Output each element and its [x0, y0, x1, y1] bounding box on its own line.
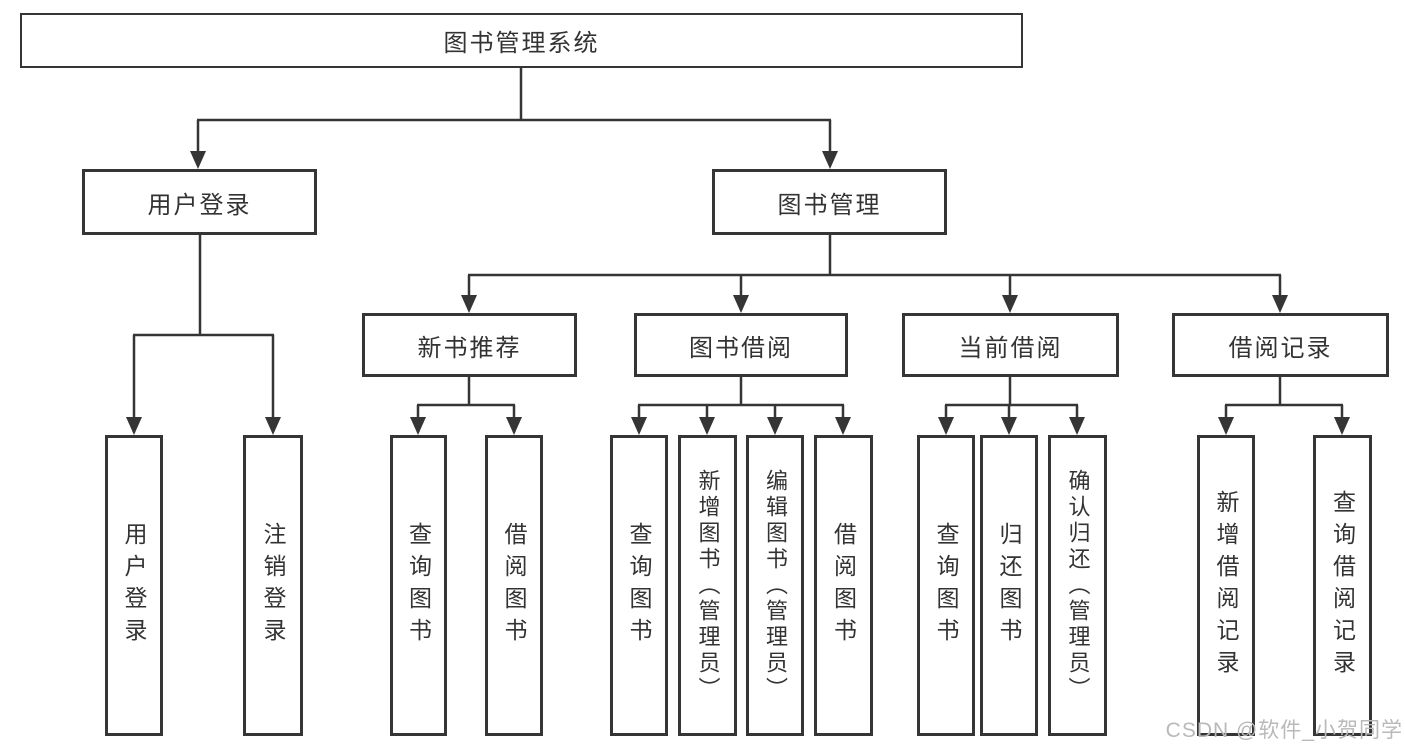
- connector-root-to-level2: [196, 68, 832, 152]
- node-library-management-system: 图书管理系统: [20, 13, 1023, 68]
- connector-book-mgmt-to-level3: [467, 235, 1282, 296]
- watermark: CSDN @软件_小贺同学: [1165, 719, 1403, 742]
- leaf-query-borrow-record: 查询借阅记录: [1313, 435, 1372, 736]
- arrowheads-current-borrow-group: [938, 417, 1085, 435]
- node-label: 借阅图书: [830, 521, 857, 650]
- node-label: 归还图书: [996, 521, 1022, 650]
- leaf-borrow-books: 借阅图书: [814, 435, 873, 736]
- node-new-book-recommend: 新书推荐: [362, 313, 577, 377]
- connector-book-borrow-group: [637, 377, 845, 419]
- leaf-edit-books-admin: 编辑图书（管理员）: [746, 435, 804, 736]
- leaf-logout: 注销登录: [243, 435, 303, 736]
- node-label: 新增图书（管理员）: [695, 468, 721, 703]
- node-label: 查询图书: [933, 521, 959, 650]
- arrowheads-new-book-group: [410, 417, 522, 435]
- node-current-borrowing: 当前借阅: [902, 313, 1119, 377]
- node-label: 查询图书: [626, 521, 652, 650]
- node-label: 编辑图书（管理员）: [763, 468, 788, 703]
- node-label: 用户登录: [147, 191, 252, 219]
- node-label: 确认归还（管理员）: [1065, 468, 1091, 703]
- leaf-confirm-return-admin: 确认归还（管理员）: [1048, 435, 1107, 736]
- node-label: 图书借阅: [689, 334, 793, 362]
- node-label: 新增借阅记录: [1213, 489, 1239, 682]
- node-label: 查询图书: [405, 521, 432, 650]
- node-label: 新书推荐: [417, 334, 522, 362]
- node-book-management: 图书管理: [712, 169, 947, 235]
- leaf-borrow-books-recommend: 借阅图书: [485, 435, 543, 736]
- arrowheads-level2: [190, 151, 838, 169]
- arrowheads-borrow-record-group: [1218, 417, 1350, 435]
- connector-borrow-record-group: [1224, 377, 1344, 419]
- leaf-return-books: 归还图书: [980, 435, 1038, 736]
- leaf-user-login: 用户登录: [105, 435, 163, 736]
- arrowheads-user-login-group: [126, 417, 281, 435]
- node-label: 查询借阅记录: [1329, 489, 1356, 682]
- node-label: 图书管理系统: [443, 30, 600, 57]
- node-label: 借阅记录: [1228, 334, 1333, 362]
- node-label: 借阅图书: [501, 521, 527, 650]
- arrowheads-level3: [461, 295, 1288, 313]
- node-book-borrowing: 图书借阅: [634, 313, 848, 377]
- leaf-query-books-current: 查询图书: [917, 435, 975, 736]
- leaf-query-books-borrowing: 查询图书: [610, 435, 668, 736]
- leaf-add-borrow-record: 新增借阅记录: [1197, 435, 1255, 736]
- leaf-query-books-recommend: 查询图书: [390, 435, 447, 736]
- node-label: 当前借阅: [958, 334, 1063, 362]
- node-borrowing-records: 借阅记录: [1172, 313, 1389, 377]
- node-label: 注销登录: [260, 521, 286, 650]
- arrowheads-book-borrow-group: [631, 417, 851, 435]
- leaf-add-books-admin: 新增图书（管理员）: [678, 435, 737, 736]
- connector-new-book-group: [416, 377, 516, 419]
- node-label: 图书管理: [777, 191, 882, 219]
- node-user-login: 用户登录: [82, 169, 317, 235]
- node-label: 用户登录: [121, 521, 147, 650]
- connector-current-borrow-group: [944, 377, 1079, 419]
- connector-user-login-group: [132, 235, 275, 419]
